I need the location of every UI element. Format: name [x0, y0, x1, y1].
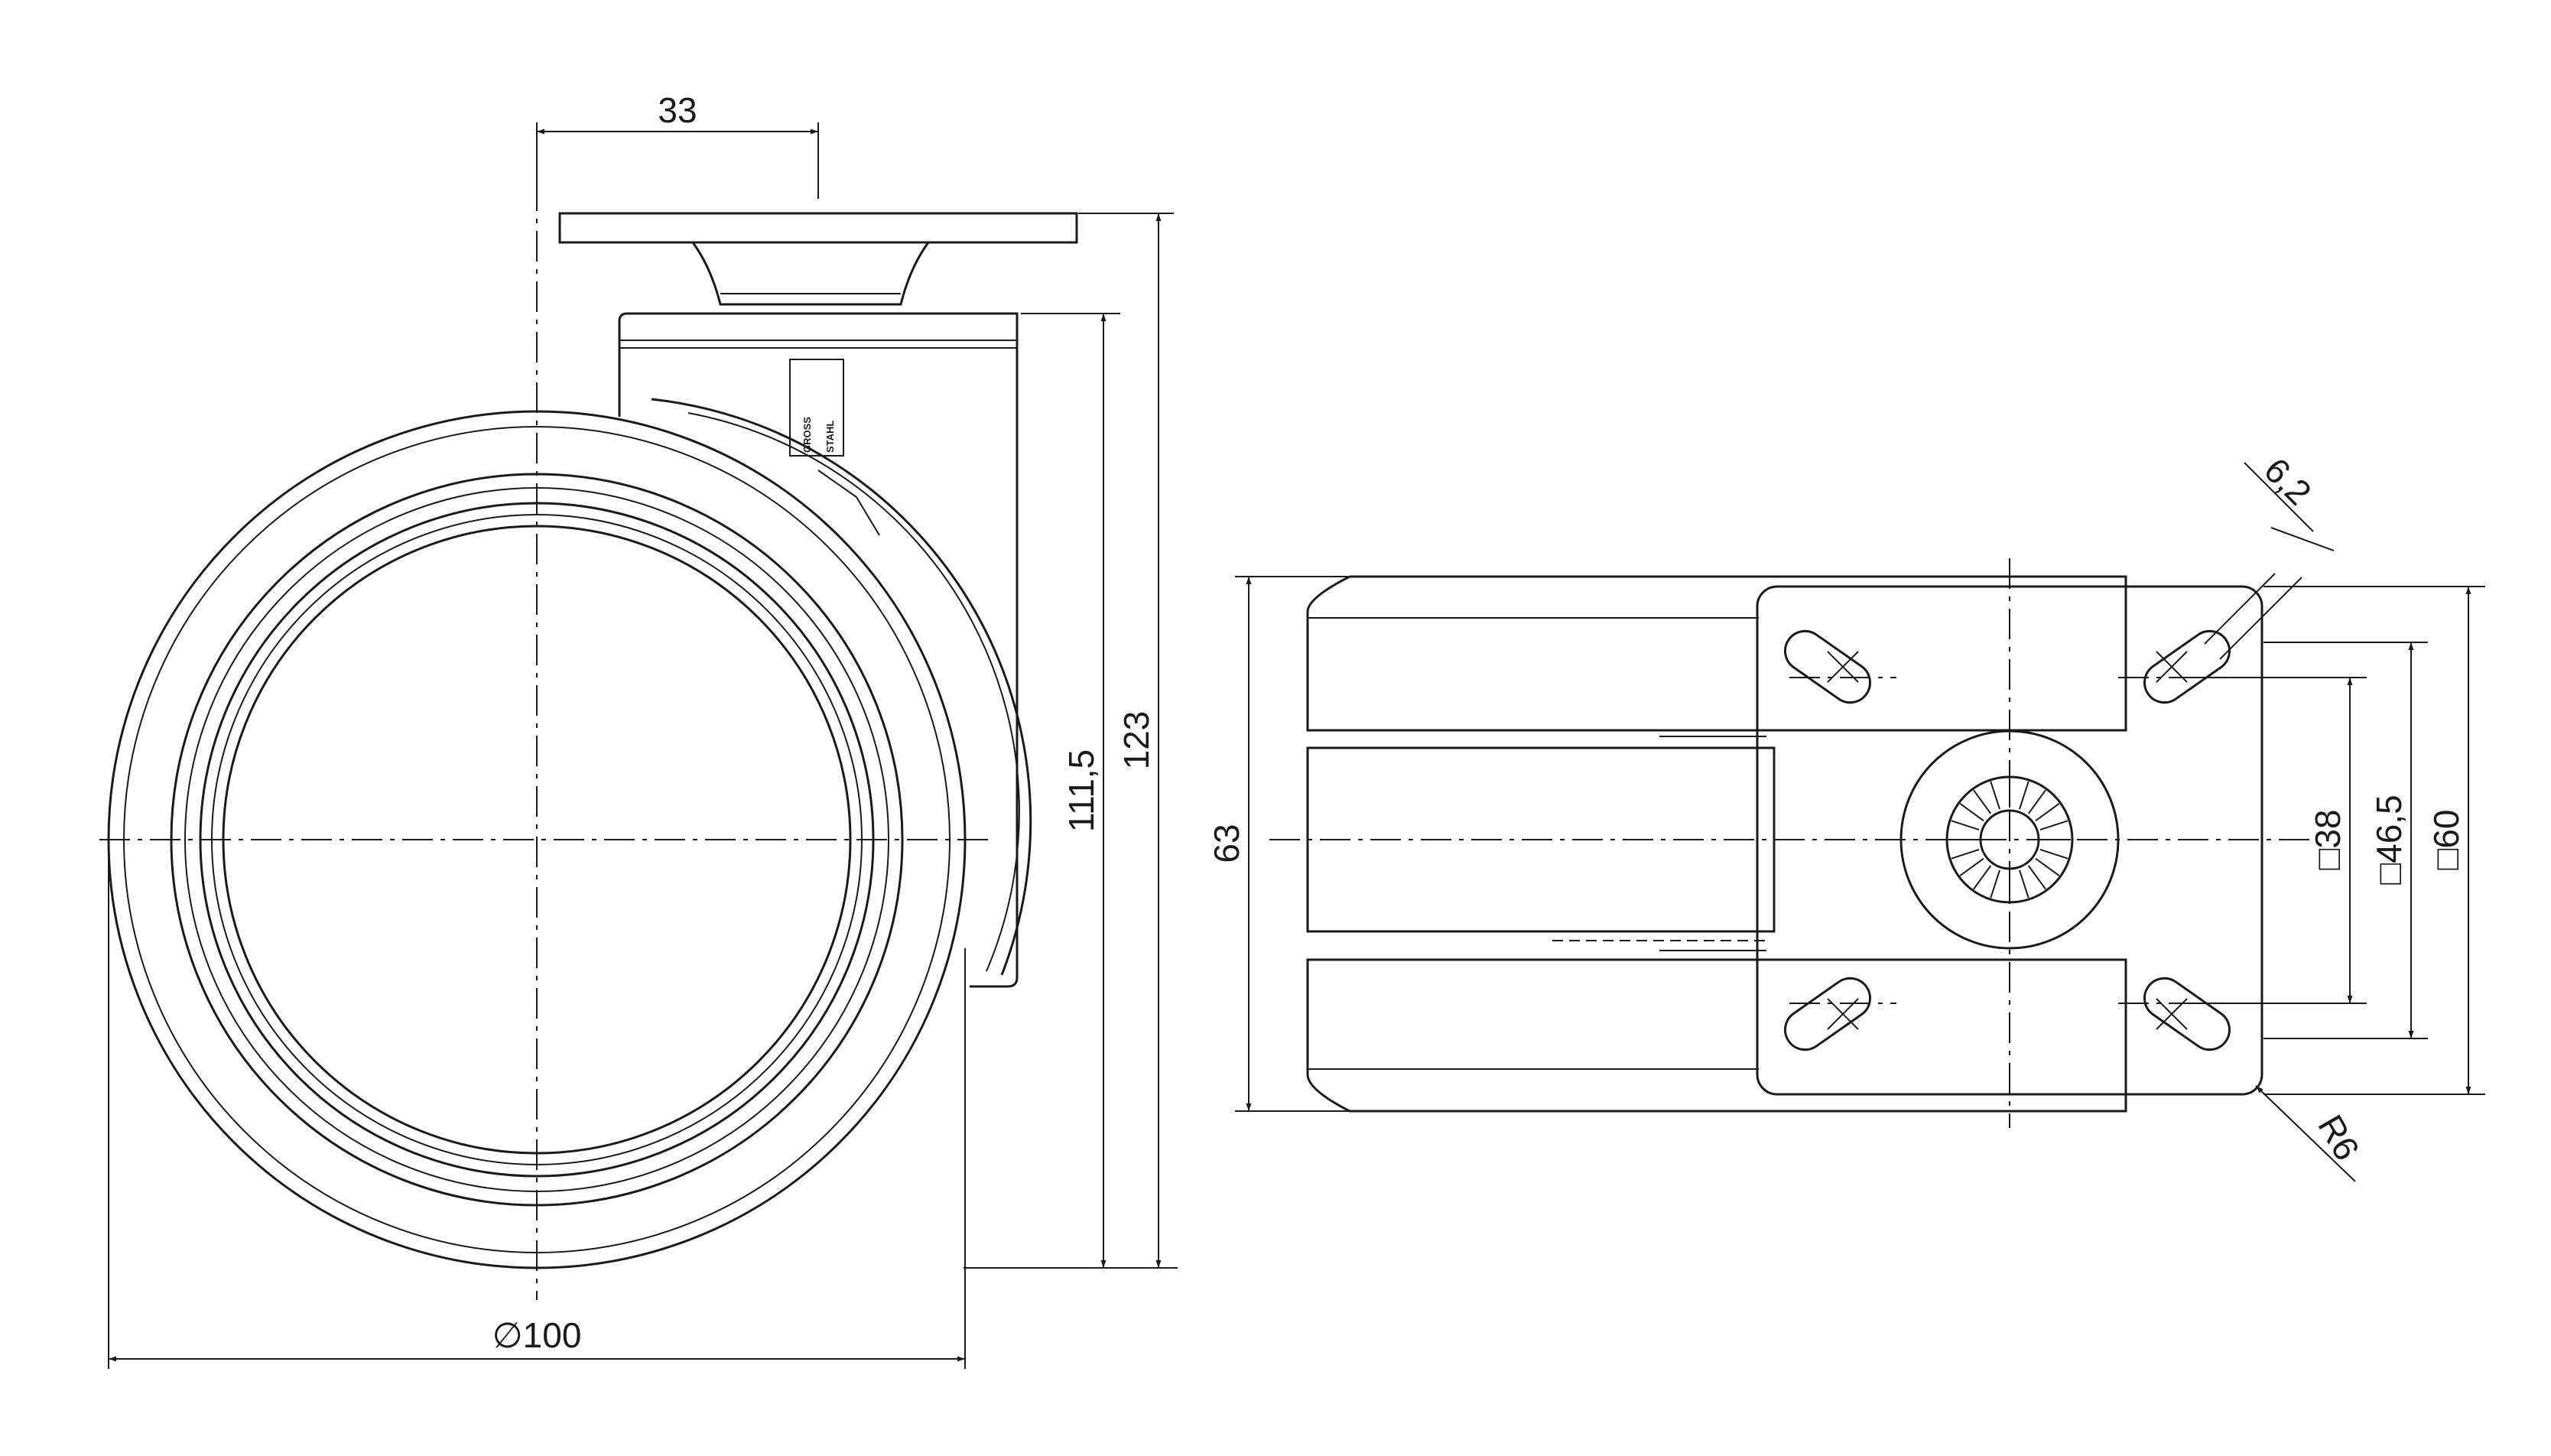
hub-spoke [1973, 865, 1992, 890]
logo-text-top: GROSS [801, 417, 813, 453]
hub-spoke [1973, 789, 1992, 814]
hub-spoke [2035, 857, 2060, 876]
top-view: 63 6,2 R6 □38 □46,5 □60 [1207, 450, 2485, 1182]
dim-offset-label: 33 [658, 90, 697, 130]
hub-spoke [1990, 781, 2000, 810]
fork-housing [618, 312, 1019, 988]
hub-spoke [1951, 820, 1980, 830]
wheel-segment-top [1306, 575, 2127, 732]
hub-spoke [2039, 849, 2068, 860]
wheel-segment-bottom [1306, 958, 2127, 1113]
hub-spoke [2035, 803, 2060, 822]
dim-total-height-label: 123 [1116, 711, 1156, 770]
side-view: GROSS STAHL 33 111,5 [99, 90, 1178, 1369]
hub-spoke [2019, 781, 2029, 810]
dim-hole-38-label: □38 [2308, 810, 2348, 870]
dim-hole-46-label: □46,5 [2369, 795, 2409, 884]
hub-spoke [1951, 849, 1980, 860]
dim-line-slot [2270, 527, 2335, 551]
hub-spoke [1959, 857, 1984, 876]
dim-slot-label: 6,2 [2257, 450, 2319, 512]
hub-spoke [1990, 869, 2000, 899]
logo-text-bottom: STAHL [824, 421, 836, 453]
brand-logo: GROSS STAHL [789, 359, 844, 457]
mounting-slots [1784, 629, 2231, 1051]
fender-arc-outer [651, 398, 1032, 976]
hub-spoke [2027, 865, 2046, 890]
hub-spoke [2019, 869, 2029, 899]
hub-spoke [1959, 803, 1984, 822]
mounting-plate [558, 212, 1078, 244]
hub-spoke [2027, 789, 2046, 814]
dim-plate-60-label: □60 [2426, 810, 2466, 870]
dim-diameter-label: ∅100 [492, 1315, 582, 1355]
dim-body-height-label: 111,5 [1061, 749, 1101, 832]
dim-line-radius [2255, 1085, 2356, 1182]
hub-spoke [2039, 820, 2068, 830]
swivel-neck [691, 242, 930, 306]
dim-top-height-label: 63 [1207, 824, 1246, 863]
dim-radius-label: R6 [2310, 1108, 2367, 1167]
wheel-segment-middle [1306, 746, 1776, 933]
